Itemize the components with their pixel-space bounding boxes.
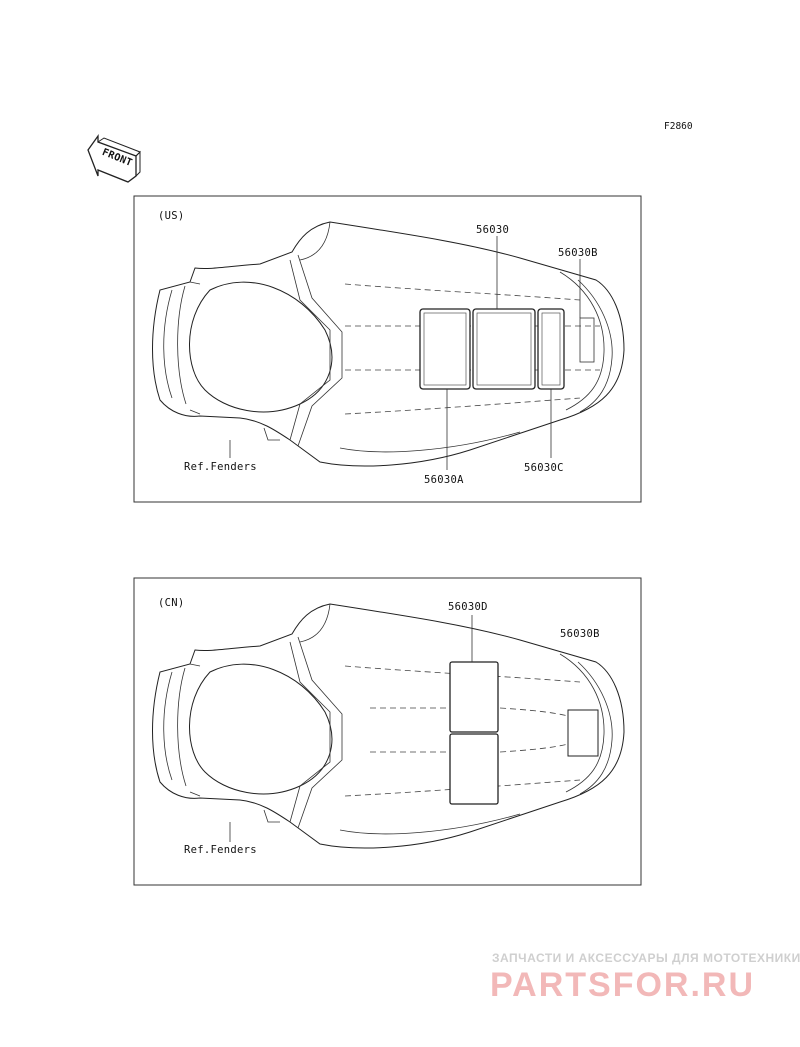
- figure-code: F2860: [664, 121, 693, 132]
- part-label-56030d: 56030D: [448, 601, 488, 613]
- ref-fenders-label-us: Ref.Fenders: [184, 461, 257, 473]
- watermark-brand: PARTSFOR.RU: [490, 966, 755, 1004]
- front-label: FRONT: [100, 147, 133, 169]
- region-label-us: (US): [158, 210, 185, 222]
- part-label-56030: 56030: [476, 224, 509, 236]
- region-label-cn: (CN): [158, 597, 185, 609]
- watermark: ЗАПЧАСТИ И АКСЕССУАРЫ ДЛЯ МОТОТЕХНИКИ PA…: [490, 951, 800, 1004]
- panel-us: (US) 56030 56: [133, 195, 642, 503]
- part-label-56030a: 56030A: [424, 474, 464, 486]
- watermark-tagline: ЗАПЧАСТИ И АКСЕССУАРЫ ДЛЯ МОТОТЕХНИКИ: [492, 951, 800, 965]
- front-arrow-icon: FRONT: [87, 133, 141, 183]
- part-label-56030c: 56030C: [524, 462, 564, 474]
- part-label-56030b-cn: 56030B: [560, 628, 600, 640]
- part-label-56030b-us: 56030B: [558, 247, 598, 259]
- panel-cn: (CN) 56030D 56030B Ref.Fenders: [133, 577, 642, 886]
- ref-fenders-label-cn: Ref.Fenders: [184, 844, 257, 856]
